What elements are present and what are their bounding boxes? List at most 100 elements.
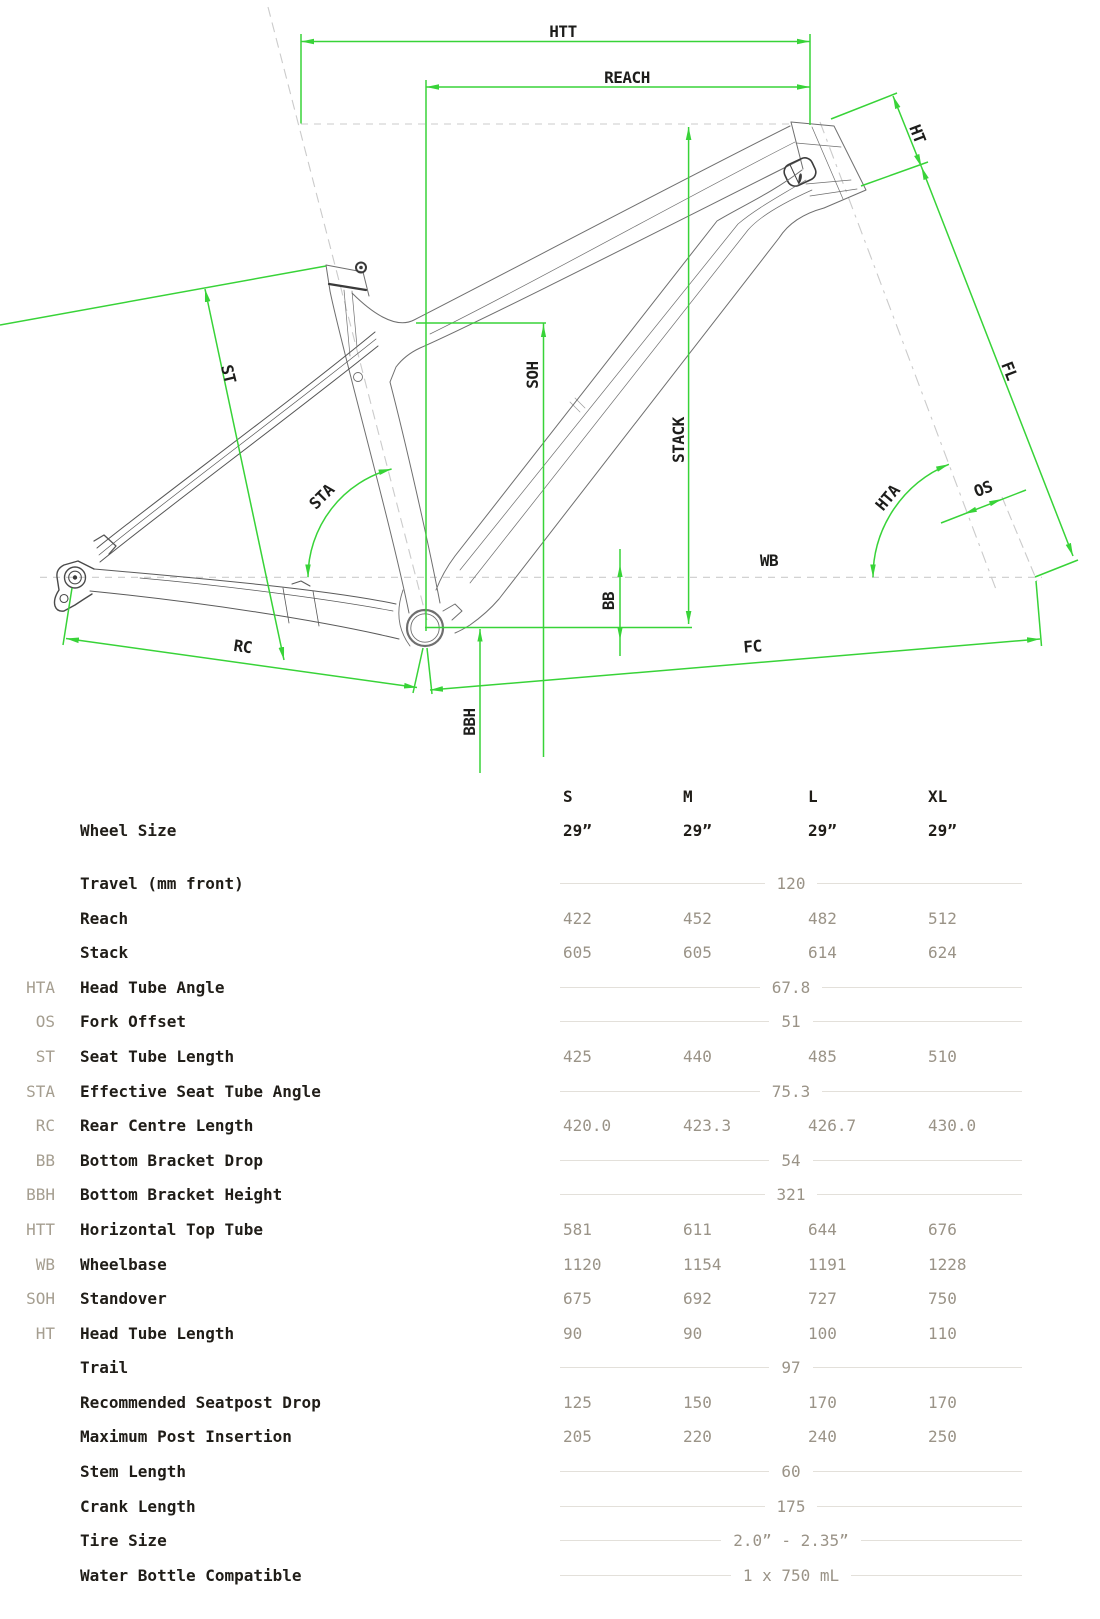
row-abbr: OS [35, 1012, 55, 1032]
cell-s: 29” [563, 821, 592, 841]
dim-stack [425, 127, 692, 629]
row-abbr: HT [35, 1323, 55, 1343]
steering-axis-line [819, 121, 998, 593]
row-label: Maximum Post Insertion [80, 1427, 292, 1447]
dimension-labels: HTT REACH HT FL ST SOH STACK STA HTA OS … [217, 22, 1022, 736]
cell-m: 220 [683, 1427, 712, 1447]
row-label: Wheelbase [80, 1254, 167, 1274]
label-wb: WB [760, 551, 779, 570]
span-value: 60 [781, 1462, 801, 1482]
span-line [560, 1159, 770, 1161]
dim-fl [920, 166, 1079, 578]
row-span-value: 2.0” - 2.35” [560, 1531, 1022, 1550]
span-value: 97 [781, 1358, 801, 1378]
dim-ht [830, 92, 929, 187]
row-label: Horizontal Top Tube [80, 1219, 264, 1239]
row-label: Stem Length [80, 1462, 186, 1482]
row-span-value: 75.3 [560, 1082, 1022, 1101]
span-line [851, 1574, 1023, 1576]
span-value: 2.0” - 2.35” [733, 1531, 849, 1551]
cell-l: 644 [808, 1219, 837, 1239]
cell-s: 675 [563, 1289, 592, 1309]
row-label: Head Tube Angle [80, 977, 225, 997]
bottom-bracket [405, 603, 463, 648]
span-line [560, 1505, 765, 1507]
label-soh: SOH [523, 361, 542, 388]
span-line [560, 1194, 765, 1196]
row-span-value: 54 [560, 1150, 1023, 1170]
cell-m: 90 [683, 1323, 703, 1343]
row-span-value: 175 [560, 1497, 1022, 1516]
row-label: Tire Size [80, 1531, 167, 1551]
row-span-value: 97 [560, 1358, 1023, 1378]
cell-m: 452 [683, 908, 712, 928]
row-abbr: BB [35, 1150, 55, 1170]
cell-l: 1191 [808, 1254, 847, 1274]
row-label: Wheel Size [80, 821, 177, 841]
table-header-row: S M L XL [0, 779, 1100, 814]
row-span-value: 67.8 [560, 978, 1022, 997]
cell-l: 170 [808, 1392, 837, 1412]
row-abbr: HTA [26, 977, 55, 997]
table-row: Travel (mm front)120 [0, 866, 1100, 901]
row-label: Recommended Seatpost Drop [80, 1392, 321, 1412]
label-htt: HTT [549, 22, 576, 41]
row-span-value: 1 x 750 mL [560, 1566, 1023, 1585]
top-tube [351, 125, 817, 383]
cell-xl: 1228 [928, 1254, 967, 1274]
label-ht: HT [905, 122, 929, 146]
row-label: Crank Length [80, 1496, 196, 1516]
cell-s: 422 [563, 908, 592, 928]
cell-m: 1154 [683, 1254, 722, 1274]
table-gap [0, 848, 1100, 866]
label-sta: STA [305, 480, 338, 513]
cell-l: 727 [808, 1289, 837, 1309]
span-line [560, 1367, 770, 1369]
span-value: 75.3 [771, 1081, 811, 1101]
table-row: HTA Head Tube Angle 67.8 [0, 970, 1100, 1005]
cell-s: 1120 [563, 1254, 602, 1274]
seat-tube [325, 261, 441, 647]
label-rc: RC [232, 636, 253, 657]
row-abbr: STA [26, 1081, 55, 1101]
column-header-xl: XL [928, 786, 948, 806]
fork-offset-axis-line [1001, 496, 1038, 582]
row-label: Rear Centre Length [80, 1116, 254, 1136]
cell-l: 614 [808, 943, 837, 963]
row-label: Effective Seat Tube Angle [80, 1081, 321, 1101]
span-line [812, 1471, 1023, 1473]
span-line [860, 1540, 1022, 1542]
chain-stays [89, 568, 400, 640]
span-value: 54 [781, 1150, 801, 1170]
span-value: 51 [781, 1012, 801, 1032]
dim-reach [425, 80, 810, 631]
row-abbr: BBH [26, 1185, 55, 1205]
cable-port [783, 157, 817, 187]
row-span-value: 321 [560, 1185, 1022, 1204]
dim-os [940, 489, 1027, 524]
span-line [560, 986, 760, 988]
dimension-lines [0, 34, 1079, 773]
cell-s: 420.0 [563, 1116, 612, 1136]
span-line [812, 1021, 1023, 1023]
span-value: 67.8 [771, 977, 811, 997]
downtube-decal [569, 397, 586, 413]
cell-l: 100 [808, 1323, 837, 1343]
row-span-value: 60 [560, 1462, 1023, 1482]
span-line [560, 1540, 722, 1542]
cell-xl: 170 [928, 1392, 957, 1412]
cell-l: 485 [808, 1046, 837, 1066]
cell-l: 29” [808, 821, 837, 841]
